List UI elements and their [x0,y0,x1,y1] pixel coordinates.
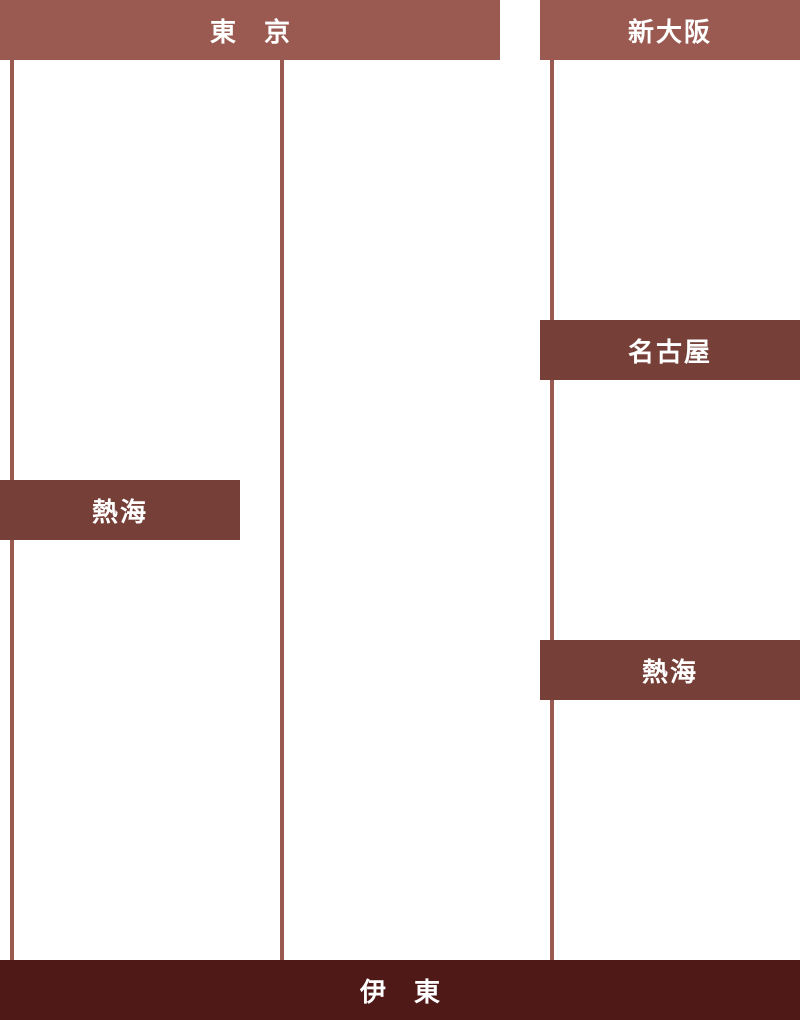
station-shin-osaka-label: 新大阪 [627,17,712,48]
station-shin-osaka: 新大阪 [540,0,800,60]
station-atami-right: 熱海 [540,640,800,700]
station-ito: 伊東 [0,960,800,1020]
station-nagoya: 名古屋 [540,320,800,380]
route-line-nagoya-atami [550,380,554,640]
station-atami-right-label: 熱海 [641,657,698,688]
station-atami-left: 熱海 [0,480,240,540]
route-line-shinosaka-nagoya [550,60,554,320]
station-nagoya-label: 名古屋 [627,337,712,368]
route-line-atami-ito-right [550,700,554,960]
station-ito-label: 伊東 [359,977,468,1008]
route-line-tokyo-ito-direct [280,60,284,960]
station-tokyo-label: 東京 [209,17,318,48]
route-line-tokyo-atami [10,60,14,480]
route-line-atami-ito-left [10,540,14,960]
station-atami-left-label: 熱海 [91,497,148,528]
station-tokyo: 東京 [0,0,500,60]
